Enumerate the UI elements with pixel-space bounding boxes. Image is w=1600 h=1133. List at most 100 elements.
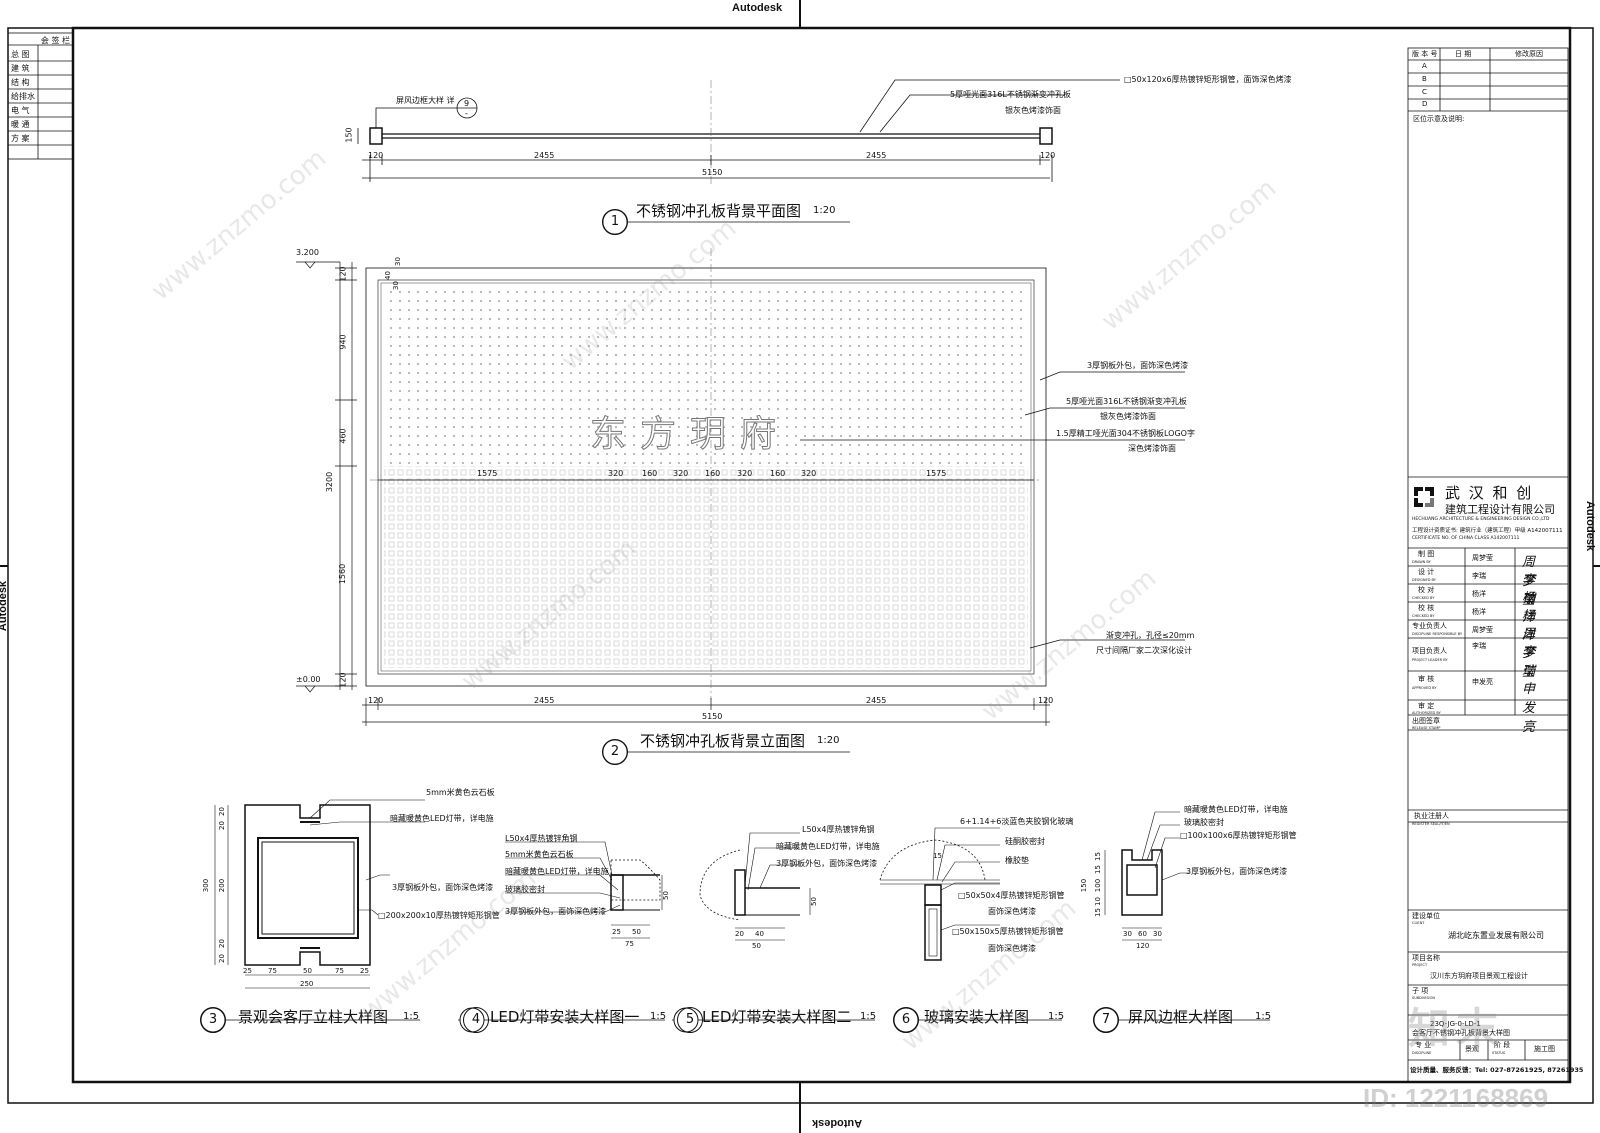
detail5-scale: 1:5 [860, 1011, 877, 1022]
company-cert-en: CERTIFICATE NO. OF CHINA CLASS A14200711… [1412, 536, 1520, 541]
detail3-note: 暗藏暖黄色LED灯带，详电施 [390, 814, 494, 823]
signature: 杨洋 [1522, 591, 1536, 625]
detail5-dim: 50 [752, 942, 761, 950]
signoff-name: 申发亮 [1472, 678, 1493, 686]
elevation-logo: 东方玥府 [589, 414, 791, 456]
detail4-scale: 1:5 [650, 1011, 667, 1022]
signoff-role: 专业负责人 [1412, 622, 1447, 630]
elev-hdim: 320 [737, 469, 753, 478]
project-value: 汉川东方玥府项目景观工程设计 [1430, 972, 1528, 980]
seal-label: 执业注册人 [1414, 812, 1449, 820]
detail5-number-badge: 5 [677, 1007, 703, 1033]
revision-header-version: 版 本 号 [1412, 50, 1438, 58]
project-en: PROJECT [1412, 963, 1428, 967]
detail3-note: 5mm米黄色云石板 [426, 788, 495, 797]
detail4-note: 玻璃胶密封 [505, 885, 545, 894]
countersign-row: 暖 通 [11, 120, 30, 129]
signoff-name: 周梦莹 [1472, 554, 1493, 562]
watermark-id: ID: 1221168869 [1363, 1083, 1549, 1113]
client-en: CLIENT [1412, 921, 1425, 925]
elev-hdim: 1575 [926, 469, 947, 478]
detail4-note: 3厚钢板外包，面饰深色烤漆 [505, 907, 607, 916]
plan-title: 不锈钢冲孔板背景平面图 [636, 202, 802, 220]
detail3-vdim: 20 [217, 954, 226, 963]
elev-bottom-total: 5150 [702, 712, 723, 721]
elevation-title: 不锈钢冲孔板背景立面图 [640, 732, 806, 750]
signature: 李瑞 [1522, 645, 1536, 679]
detail7-vtotal: 150 [1080, 878, 1089, 893]
plan-detail-ref: 屏风边框大样 详 [396, 96, 455, 105]
signoff-name: 李瑞 [1472, 572, 1486, 580]
release-stamp-label: 出图签章 [1412, 717, 1440, 725]
detail7-scale: 1:5 [1255, 1011, 1272, 1022]
elev-bottom-a: 2455 [534, 696, 555, 705]
detail6-dim: 15 [933, 852, 942, 860]
plan-scale: 1:20 [813, 205, 836, 216]
detail6-note: 橡胶垫 [1005, 856, 1029, 865]
signoff-role: 审 核 [1418, 675, 1435, 683]
detail6-note: 6+1.14+6淡蓝色夹胶钢化玻璃 [960, 817, 1074, 826]
elev-inner-vdim: 30 [391, 281, 400, 290]
drawing-name: 会客厅不锈钢冲孔板背景大样图 [1412, 1029, 1510, 1037]
detail3-vdim: 20 [217, 821, 226, 830]
detail4-dim: 25 [612, 928, 621, 936]
detail3-hdim: 25 [243, 967, 252, 975]
detail6-number-badge: 6 [893, 1007, 919, 1033]
elevation-note: 3厚钢板外包，面饰深色烤漆 [1087, 361, 1189, 370]
signoff-name: 李瑞 [1472, 642, 1486, 650]
elev-vdim: 1560 [338, 563, 348, 585]
elev-vdim: 120 [338, 266, 348, 282]
plan-dim-left: 120 [368, 151, 384, 160]
elev-bottom-left: 120 [368, 696, 384, 705]
revision-row: A [1422, 62, 1427, 70]
seal-en: REGISTER SEAL/IT/EN [1412, 822, 1450, 826]
revision-row: D [1422, 100, 1428, 108]
detail7-title: 屏风边框大样图 [1128, 1008, 1234, 1026]
level-bottom: ±0.00 [296, 675, 321, 684]
plan-dim-total: 5150 [702, 168, 723, 177]
signature: 周梦莹 [1522, 627, 1536, 680]
signoff-role-en: DISCIPLINE RESPONSIBLE BY [1412, 632, 1463, 636]
discipline-value: 景观 [1465, 1045, 1479, 1053]
signoff-role-en: CHECKED BY [1412, 614, 1435, 618]
signoff-role-en: DESIGNED BY [1412, 578, 1436, 582]
detail7-htotal: 120 [1136, 942, 1150, 950]
elevation-note: 深色烤漆饰面 [1128, 444, 1176, 453]
elev-hdim: 320 [801, 469, 817, 478]
elevation-note: 渐变冲孔，孔径≤20mm [1106, 631, 1195, 640]
detail3-hdim: 75 [335, 967, 344, 975]
signoff-role: 校 对 [1418, 586, 1435, 594]
detail7-number-badge: 7 [1093, 1007, 1119, 1033]
detail6-note: 面饰深色烤漆 [988, 944, 1036, 953]
watermark-brand: 知末 [1408, 1004, 1505, 1053]
revision-row: B [1422, 75, 1427, 83]
detail6-note: 硅酮胶密封 [1005, 837, 1045, 846]
detail7-vdim: 100 [1094, 878, 1103, 893]
detail3-hdim: 50 [303, 967, 312, 975]
countersign-row: 电 气 [11, 106, 30, 115]
detail6-note: 面饰深色烤漆 [988, 907, 1036, 916]
autodesk-left-label: Autodesk [0, 580, 10, 632]
signoff-role-en: CHECKED BY [1412, 596, 1435, 600]
detail5-dim: 20 [735, 930, 744, 938]
elev-vtotal: 3200 [325, 471, 335, 493]
elevation-note: 1.5厚精工哑光面304不锈钢板LOGO字 [1056, 429, 1195, 438]
drawing-number: 23Q-JG-0-LD-1 [1430, 1020, 1481, 1028]
stage-label: 阶 段 [1494, 1041, 1511, 1049]
detail6-scale: 1:5 [1048, 1011, 1065, 1022]
elevation-note: 银灰色烤漆饰面 [1100, 412, 1156, 421]
elev-hdim: 160 [705, 469, 721, 478]
detail5-note: 3厚钢板外包，面饰深色烤漆 [776, 859, 878, 868]
detail7-note: 3厚钢板外包，面饰深色烤漆 [1186, 867, 1288, 876]
client-label: 建设单位 [1412, 912, 1440, 920]
plan-number-badge: 1 [602, 209, 628, 235]
revision-header-date: 日 期 [1455, 50, 1472, 58]
company-english: HECHUANG ARCHITECTURE & ENGINEERING DESI… [1412, 517, 1550, 522]
detail4-dim: 75 [625, 940, 634, 948]
signoff-name: 杨洋 [1472, 608, 1486, 616]
signoff-name: 周梦莹 [1472, 626, 1493, 634]
countersign-title: 会 签 栏 [40, 36, 70, 45]
subdivision-label: 子 项 [1412, 987, 1429, 995]
subdivision-en: SUBDIVISION [1412, 996, 1435, 1000]
revision-row: C [1422, 88, 1427, 96]
